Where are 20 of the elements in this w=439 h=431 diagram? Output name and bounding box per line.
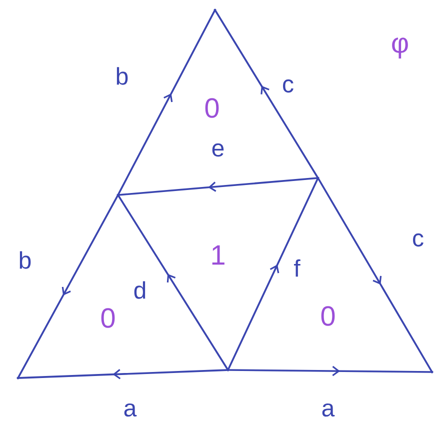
edge-label: c [283, 79, 294, 93]
face-label: 1 [212, 245, 224, 265]
vertex-point [214, 8, 216, 12]
vertex-point [316, 176, 320, 180]
edge-label: d [134, 281, 146, 299]
vertex-point [430, 370, 434, 374]
edge-label: f [294, 259, 300, 277]
vertex-point [116, 194, 120, 196]
face-label: 0 [321, 306, 335, 326]
edge-label: b [20, 251, 31, 269]
face-label: 0 [205, 98, 219, 118]
edge-label: a [124, 403, 137, 417]
edge-label: b [116, 67, 128, 85]
edge-label: e [212, 143, 224, 157]
vertex-point [226, 368, 230, 372]
edge-label: a [322, 403, 335, 417]
face-label: φ [392, 38, 408, 58]
face-label: 0 [101, 308, 115, 328]
vertex-point [16, 376, 20, 380]
edge-label: c [413, 233, 424, 247]
